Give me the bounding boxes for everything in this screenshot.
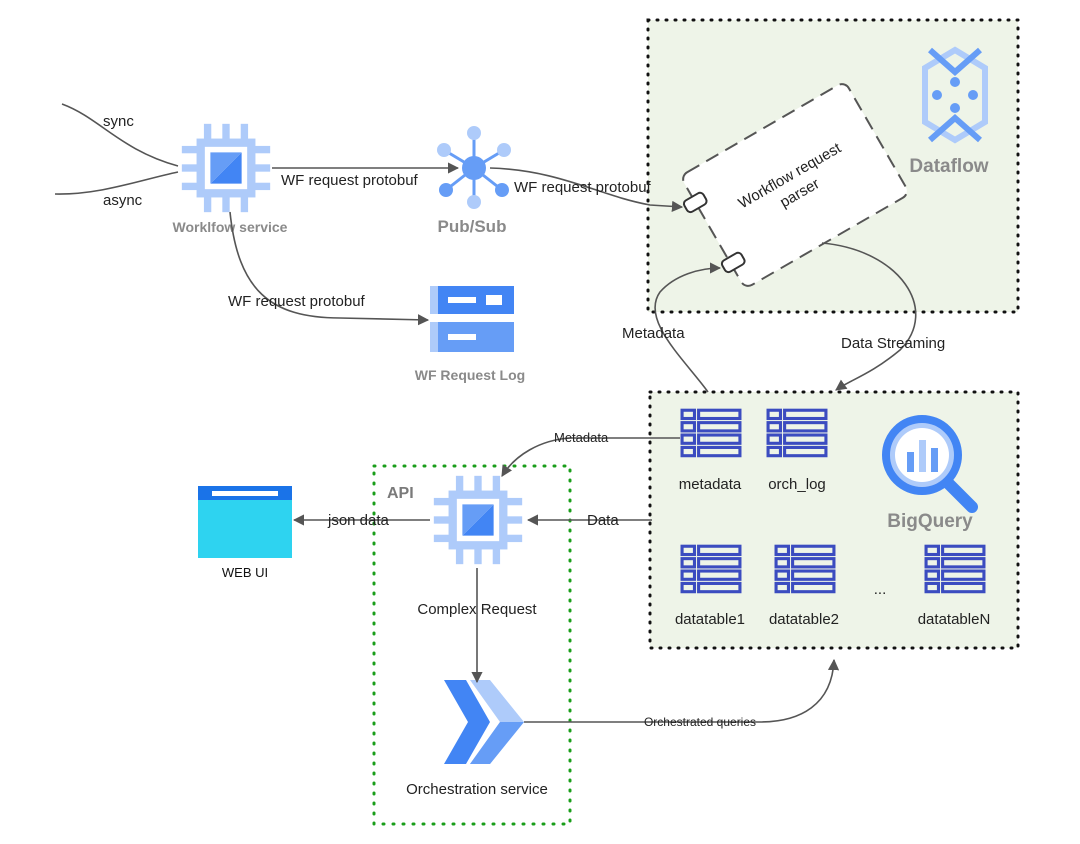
complex-request-label: Complex Request: [417, 601, 537, 618]
metadata-up-edge: [654, 262, 722, 393]
pubsub-to-parser-label: WF request protobuf: [514, 179, 652, 196]
web-ui-label: WEB UI: [222, 565, 268, 580]
parser-input-port: [682, 191, 708, 214]
wf-request-log-icon: [430, 286, 514, 352]
workflow-service-icon: [181, 123, 271, 213]
dataflow-label: Dataflow: [909, 156, 988, 177]
api-group: [372, 464, 572, 826]
datatableN-label: datatableN: [918, 611, 991, 628]
sync-edge-label: sync: [103, 113, 134, 130]
async-edge: [54, 171, 179, 195]
datatable1-label: datatable1: [675, 611, 745, 628]
parser-box: Workflow request parser: [682, 83, 908, 287]
bigquery-icon: [882, 415, 978, 513]
ws-to-pubsub-label: WF request protobuf: [281, 172, 419, 189]
datatable2-label: datatable2: [769, 611, 839, 628]
data-streaming-edge: [821, 242, 917, 391]
orchestration-service-icon: [444, 680, 524, 764]
orch-log-table-label: orch_log: [768, 476, 826, 493]
pubsub-icon: [437, 126, 511, 209]
pubsub-to-parser-edge: [489, 167, 684, 212]
orchestrated-queries-edge: [524, 658, 840, 723]
json-data-label: json data: [327, 512, 390, 529]
dataflow-icon: [922, 46, 988, 144]
orchestration-service-label: Orchestration service: [406, 781, 548, 798]
wf-request-log-label: WF Request Log: [415, 367, 525, 383]
api-label: API: [387, 485, 414, 502]
bigquery-label: BigQuery: [887, 511, 973, 532]
sync-edge: [61, 103, 179, 167]
data-streaming-label: Data Streaming: [841, 335, 945, 352]
api-service-icon: [433, 475, 523, 565]
pubsub-label: Pub/Sub: [438, 217, 507, 236]
orchestrated-queries-label: Orchestrated queries: [644, 715, 756, 729]
workflow-service-label: Worklfow service: [173, 219, 288, 235]
tables-ellipsis: ...: [874, 581, 887, 598]
metadata-table-label: metadata: [679, 476, 742, 493]
metadata-to-api-edge: [501, 437, 680, 477]
async-edge-label: async: [103, 192, 143, 209]
metadata-up-label: Metadata: [622, 325, 685, 342]
ws-to-log-edge: [229, 211, 430, 326]
data-to-api-label: Data: [587, 512, 619, 529]
web-ui-icon: [198, 486, 292, 558]
metadata-to-api-label: Metadata: [554, 430, 609, 445]
parser-output-port: [720, 251, 746, 274]
ws-to-log-label: WF request protobuf: [228, 293, 366, 310]
